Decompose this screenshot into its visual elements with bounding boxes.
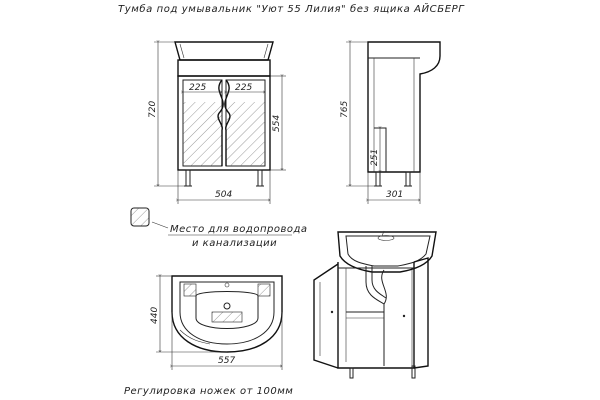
side-depth-label: 301 [386, 190, 403, 200]
leg-adjustment-note: Регулировка ножек от 100мм [124, 386, 293, 397]
legend-line-2: и канализации [192, 238, 277, 249]
illustration-left-leg [349, 367, 354, 379]
legend: Место для водопровода и канализации [130, 207, 308, 249]
side-view: 765 251 301 [340, 42, 441, 204]
pipe-zone-swatch [130, 207, 150, 227]
front-view: 225 225 720 554 504 [148, 42, 286, 204]
front-left-leg [185, 169, 191, 187]
top-view: 440 557 [150, 276, 283, 370]
door-width-left-label: 225 [189, 83, 206, 93]
illustration-right-leg [411, 365, 416, 379]
drain-hole [223, 302, 231, 310]
overall-height-label: 720 [148, 101, 158, 118]
overall-width-label: 504 [215, 190, 232, 200]
drawing-title: Тумба под умывальник "Уют 55 Лилия" без … [118, 2, 465, 15]
legend-line-1: Место для водопровода [170, 224, 308, 235]
side-front-leg [375, 171, 381, 187]
top-depth-label: 440 [150, 307, 160, 324]
door-width-right-label: 225 [235, 83, 252, 93]
front-right-leg [257, 169, 263, 187]
cabinet-body [177, 75, 271, 171]
cutout-height-label: 251 [370, 149, 380, 166]
top-width-label: 557 [218, 356, 235, 366]
cabinet-height-label: 554 [272, 115, 282, 132]
cabinet-3d-illustration [313, 230, 437, 379]
faucet-hole [224, 282, 230, 288]
side-back-leg [405, 171, 411, 187]
side-height-label: 765 [340, 101, 350, 118]
